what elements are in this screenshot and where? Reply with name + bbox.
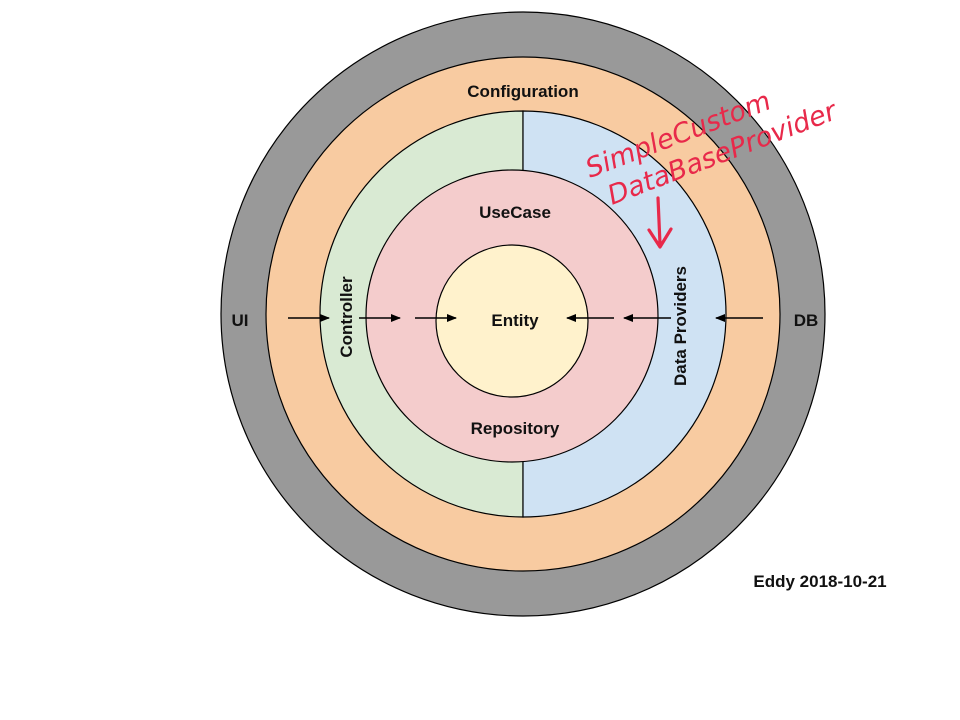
ui-label: UI xyxy=(232,311,249,330)
entity-core xyxy=(435,244,589,398)
controller-label: Controller xyxy=(337,276,356,358)
configuration-label: Configuration xyxy=(467,82,578,101)
usecase-label: UseCase xyxy=(479,203,551,222)
data-providers-label: Data Providers xyxy=(671,266,690,386)
entity-label: Entity xyxy=(491,311,539,330)
author-date-label: Eddy 2018-10-21 xyxy=(753,572,886,591)
annotation-arrow-icon xyxy=(647,196,673,249)
db-label: DB xyxy=(794,311,819,330)
repository-label: Repository xyxy=(471,419,560,438)
